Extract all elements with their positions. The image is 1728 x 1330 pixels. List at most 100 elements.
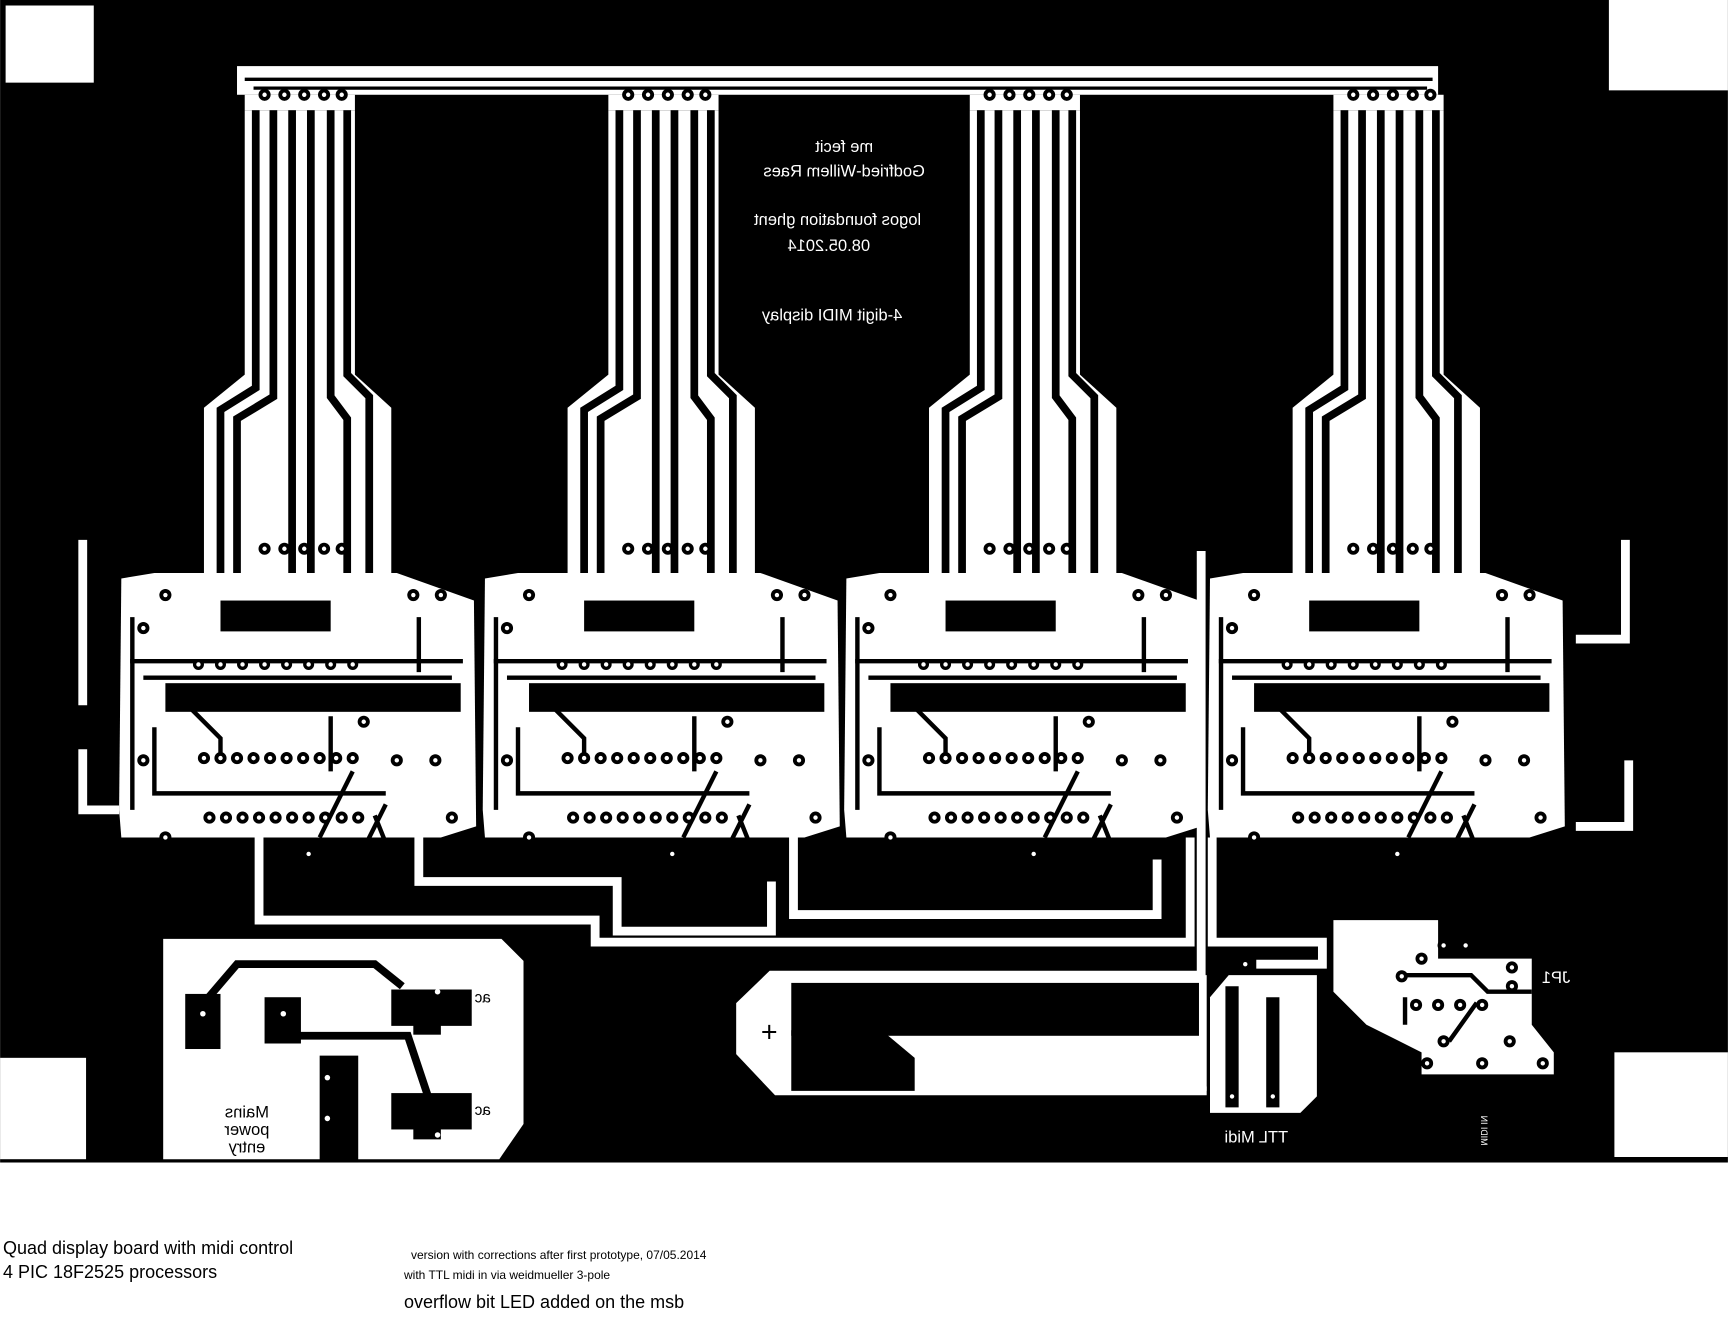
pad-hole	[598, 755, 603, 761]
corner-mark-tr	[1608, 0, 1728, 91]
pad-hole	[645, 92, 651, 97]
pad-hole	[240, 662, 245, 667]
pad-hole	[1014, 815, 1020, 820]
title-line-2: 4 PIC 18F2525 processors	[3, 1262, 218, 1282]
silk-line-3: logos foundation ghent	[754, 210, 922, 229]
pad-hole	[665, 546, 671, 551]
pad-hole	[625, 662, 631, 667]
pad-hole	[653, 815, 658, 820]
pad-hole	[1509, 984, 1515, 989]
pad-hole	[1270, 1094, 1276, 1099]
trace	[1305, 110, 1349, 596]
pad-hole	[1390, 92, 1396, 97]
mains-label-1: Mains	[225, 1102, 269, 1121]
pad-hole	[449, 815, 455, 820]
pad-hole	[685, 546, 690, 551]
silk-line-4: 08.05.2014	[787, 236, 870, 255]
pad-hole	[1428, 815, 1433, 820]
trace	[216, 110, 260, 596]
pad-hole	[1435, 1002, 1441, 1008]
pad-hole	[1136, 592, 1141, 598]
pad-hole	[1507, 1039, 1512, 1044]
display-module-1	[119, 88, 477, 893]
pad-hole	[1439, 755, 1444, 761]
pad-hole	[218, 662, 223, 667]
ttl-midi-label: TTL Midi	[1224, 1128, 1288, 1147]
pad-hole	[201, 755, 207, 761]
pad-hole	[1370, 546, 1376, 551]
pad-hole	[1086, 719, 1091, 724]
pic-ic-footprint	[165, 683, 461, 712]
pad-hole	[1284, 662, 1290, 667]
display-footprint	[220, 600, 331, 632]
pad-hole	[1479, 1061, 1485, 1066]
pad-hole	[1362, 815, 1367, 820]
pad-hole	[1479, 1002, 1485, 1008]
pad-hole	[1499, 592, 1505, 598]
pad-hole	[714, 662, 719, 667]
pad-hole	[565, 755, 570, 761]
pad-hole	[1428, 546, 1433, 551]
pad-hole	[581, 755, 587, 761]
pad-hole	[987, 546, 992, 551]
pad-hole	[1441, 1039, 1446, 1044]
pad-hole	[1351, 662, 1356, 667]
pad-hole	[1444, 815, 1450, 820]
mains-pad	[391, 1093, 472, 1130]
pad-hole	[665, 92, 671, 97]
pad-hole	[559, 662, 565, 667]
trace	[317, 770, 355, 839]
pad-hole	[234, 755, 240, 761]
pad-hole	[1053, 662, 1058, 667]
pad-hole	[888, 592, 893, 598]
pad-hole	[438, 592, 444, 598]
pad-hole	[664, 755, 669, 761]
pad-hole	[321, 546, 327, 551]
pad-hole	[992, 755, 998, 761]
pad-hole	[1351, 92, 1356, 97]
pad-hole	[1075, 755, 1080, 761]
pad-hole	[976, 755, 981, 761]
pad-hole	[866, 625, 871, 631]
pic-ic-footprint	[1254, 683, 1550, 712]
pad-hole	[645, 546, 651, 551]
pad-hole	[282, 546, 287, 551]
pad-hole	[587, 815, 592, 820]
pad-hole	[1424, 1061, 1430, 1066]
pad-hole	[1422, 755, 1428, 761]
pad-hole	[714, 755, 719, 761]
pad-hole	[1075, 662, 1080, 667]
pad-hole	[703, 815, 708, 820]
trace	[1240, 727, 1475, 796]
pad-hole	[207, 815, 212, 820]
pad-hole	[328, 662, 333, 667]
pad-hole	[141, 625, 146, 631]
pad-hole	[1031, 851, 1036, 857]
pad-hole	[943, 662, 948, 667]
pad-hole	[1340, 755, 1345, 761]
mains-pad	[264, 997, 301, 1044]
pad-hole	[625, 546, 631, 551]
trace	[1321, 110, 1366, 573]
pad-hole	[570, 815, 576, 820]
pad-hole	[926, 755, 932, 761]
pad-hole	[262, 662, 267, 667]
pad-hole	[1027, 92, 1032, 97]
pad-hole	[1295, 815, 1301, 820]
pad-hole	[1410, 92, 1415, 97]
pad-hole	[411, 592, 416, 598]
pad-hole	[1410, 546, 1415, 551]
display-module-3	[844, 88, 1202, 893]
pad-hole	[306, 815, 311, 820]
pad-hole	[356, 815, 361, 820]
pad-hole	[719, 815, 725, 820]
pad-hole	[1527, 592, 1532, 598]
trace	[1432, 110, 1462, 596]
ac-label-1: ac	[474, 990, 491, 1007]
pad-hole	[163, 592, 168, 598]
pad-hole	[302, 546, 307, 551]
pic-ic-footprint	[890, 683, 1186, 712]
pad-hole	[1048, 815, 1053, 820]
pad-hole	[670, 662, 675, 667]
pad-hole	[306, 851, 311, 857]
